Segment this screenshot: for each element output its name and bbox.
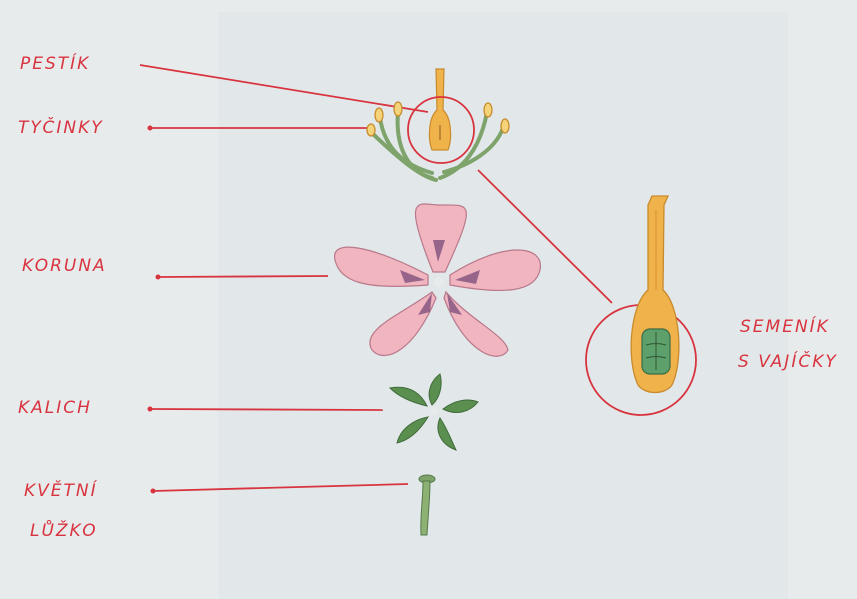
corolla-center (434, 277, 444, 287)
leader-dots (148, 126, 161, 494)
label-koruna: KORUNA (22, 256, 107, 276)
label-s-vajicky: S VAJÍČKY (738, 352, 838, 372)
leader-line-kvetni-luzko (153, 484, 408, 491)
pistil (429, 69, 450, 150)
leader-line-kalich (150, 409, 383, 410)
label-kvetni: KVĚTNÍ (24, 481, 98, 501)
ovules (642, 329, 670, 374)
label-semenik: SEMENÍK (740, 317, 830, 337)
calyx-center (430, 407, 438, 415)
leader-line-pestik (140, 65, 428, 112)
label-pestik: PESTÍK (20, 54, 90, 74)
label-kalich: KALICH (18, 398, 92, 418)
receptacle (419, 475, 435, 535)
leader-line-koruna (158, 276, 328, 277)
label-tycinky: TYČINKY (18, 118, 104, 138)
label-luzko: LŮŽKO (30, 521, 98, 541)
